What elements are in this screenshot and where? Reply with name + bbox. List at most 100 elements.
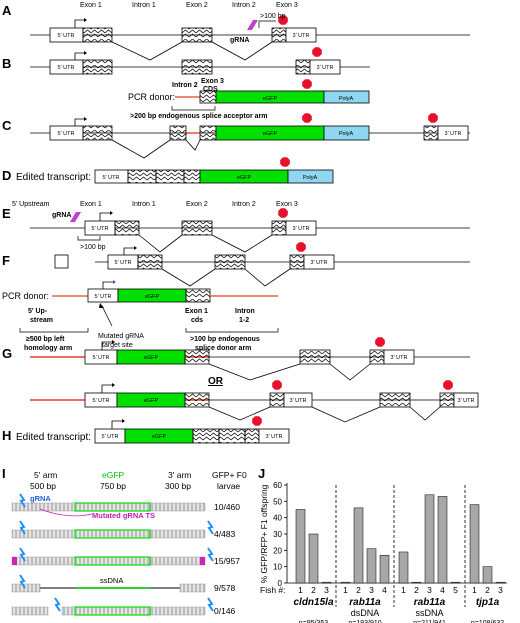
construct-row: 0/146 <box>11 597 236 616</box>
bar-group: 123tjp1an=108/632F1s GFP+ <box>469 504 506 623</box>
donor-arm-label-2: splice donor arm <box>195 345 251 352</box>
polya-box <box>323 90 370 104</box>
group-n: n=95/353 <box>299 620 328 623</box>
left-arm-label-1: ≥500 bp left <box>26 336 65 343</box>
intron12-label-2: 1-2 <box>239 317 249 324</box>
group-subtitle: ssDNA <box>415 608 443 618</box>
result-count: 15/957 <box>214 556 240 566</box>
fish-label: 1 <box>343 585 348 595</box>
utr5-label: 5' UTR <box>102 434 119 440</box>
panel-label-f: F <box>2 253 10 268</box>
bar <box>424 494 435 584</box>
mutated-site-label-2: target site <box>102 342 133 349</box>
panel-label-i: I <box>2 466 6 481</box>
panel-f-gene: 5' UTR 3' UTR <box>54 242 470 287</box>
grna-icon <box>70 212 81 222</box>
utr3-label: 3' UTR <box>311 260 328 266</box>
egfp-label: eGFP <box>263 131 278 137</box>
y-tick-label: 30 <box>273 530 282 539</box>
col-result-label-2: larvae <box>217 481 240 491</box>
bar <box>308 533 319 584</box>
stop-codon-icon <box>375 337 385 347</box>
pcr-donor-b: PCR donor: eGFP PolyA Intron 2 Exon 3 CD… <box>128 78 370 120</box>
utr3-label: 3' UTR <box>290 398 307 404</box>
fish-label: 3 <box>498 585 503 595</box>
utr3-label: 3' UTR <box>458 398 475 404</box>
y-tick-label: 60 <box>273 481 282 490</box>
group-n: n=108/632 <box>471 620 504 623</box>
exon3-cds-label-1: Exon 3 <box>201 78 224 85</box>
y-tick-label: 0 <box>278 579 283 588</box>
lightning-icon <box>207 597 214 612</box>
bar <box>353 507 364 584</box>
exon2-label: Exon 2 <box>186 2 208 9</box>
group-n: n=211/941 <box>413 620 446 623</box>
panel-label-b: B <box>2 56 11 71</box>
stop-codon-icon <box>280 157 290 167</box>
utr3-box <box>285 27 317 43</box>
fish-label: 5 <box>453 585 458 595</box>
fish-label: 4 <box>382 585 387 595</box>
construct-row: ssDNA 9/578 <box>11 574 236 593</box>
exon2-label: Exon 2 <box>186 201 208 208</box>
utr5-label: 5' UTR <box>58 65 75 71</box>
grna-label-i: gRNA <box>30 494 51 503</box>
panel-label-d: D <box>2 168 11 183</box>
exon3-cds-box <box>271 27 287 43</box>
polya-label: PolyA <box>303 175 318 181</box>
dna-strand <box>179 583 206 593</box>
result-count: 4/483 <box>214 529 236 539</box>
bar <box>379 554 390 584</box>
ssdna-label: ssDNA <box>100 576 123 585</box>
bar-group: 123cldn15lan=95/353F1s RFP+ <box>293 509 334 623</box>
mutated-ts-mark <box>200 557 205 565</box>
egfp-label: eGFP <box>144 398 159 404</box>
intron2-donor-label: Intron 2 <box>172 82 198 89</box>
panel-e-gene: 5' Upstream Exon 1 Intron 1 Exon 2 Intro… <box>12 201 470 253</box>
col-result-label-1: GFP+ F0 <box>212 470 247 480</box>
bar <box>495 581 506 584</box>
utr3-label: 3' UTR <box>293 226 310 232</box>
panel-c-gene: 5' UTR eGFP PolyA 3' UTR <box>30 113 470 159</box>
fish-label: 1 <box>401 585 406 595</box>
col-3arm-label: 3' arm <box>168 470 191 480</box>
gene-label: tjp1a <box>476 597 500 608</box>
result-count: 10/460 <box>214 502 240 512</box>
stop-codon-icon <box>312 47 322 57</box>
bar <box>450 581 461 584</box>
exon1-label: Exon 1 <box>80 201 102 208</box>
pcr-donor-label: PCR donor: <box>128 92 175 102</box>
bar <box>321 581 332 584</box>
dna-strand <box>11 529 206 539</box>
edited-transcript-label-d: Edited transcript: <box>16 172 91 183</box>
lightning-icon <box>54 597 61 612</box>
panel-label-g: G <box>2 346 12 361</box>
grna-label-e: gRNA <box>52 212 71 219</box>
egfp-label: eGFP <box>144 355 159 361</box>
utr3-label: 3' UTR <box>317 65 334 71</box>
mutated-ts-mark <box>12 557 17 565</box>
polya-label: PolyA <box>339 96 354 102</box>
utr3-label: 3' UTR <box>293 33 310 39</box>
result-count: 9/578 <box>214 583 236 593</box>
egfp-segment <box>74 529 151 539</box>
bar <box>411 581 422 584</box>
exon3-label: Exon 3 <box>276 2 298 9</box>
utr3-label: 3' UTR <box>266 434 283 440</box>
bar <box>340 581 351 584</box>
lightning-icon <box>19 520 26 535</box>
egfp-segment <box>74 606 151 616</box>
fish-label: 1 <box>298 585 303 595</box>
fish-prefix-label: Fish #: <box>260 585 286 595</box>
dna-strand <box>11 556 206 566</box>
grna-icon <box>247 20 258 30</box>
stop-codon-icon <box>296 242 306 252</box>
stop-codon-icon <box>272 380 282 390</box>
egfp-label: eGFP <box>152 434 167 440</box>
panel-a-gene: 5' UTR Exon 1 Intron 1 Exon 2 Intron 2 3… <box>30 2 470 61</box>
lightning-icon <box>19 547 26 562</box>
egfp-label: eGFP <box>263 96 278 102</box>
intron12-label-1: Intron <box>235 308 255 315</box>
fish-label: 2 <box>356 585 361 595</box>
